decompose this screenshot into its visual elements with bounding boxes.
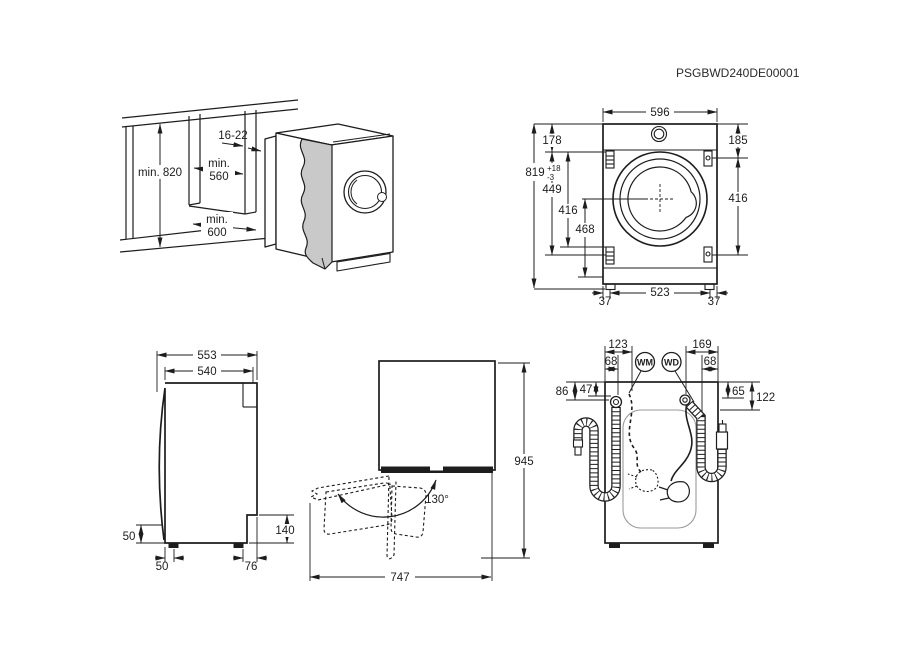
dim-niche-height: min. 820 xyxy=(138,167,182,179)
dim-niche-depth-label: min. xyxy=(208,158,230,170)
latch-top-right xyxy=(703,150,713,167)
niche-dimensions xyxy=(134,123,262,248)
dim-68-right: 68 xyxy=(704,356,717,368)
door-handle-notch xyxy=(430,466,443,471)
dim-foot-523: 523 xyxy=(650,287,669,299)
dim-185: 185 xyxy=(728,135,747,147)
niche-right-panel xyxy=(188,110,257,215)
dim-47: 47 xyxy=(580,384,593,396)
wall-panel xyxy=(119,126,293,253)
dim-122: 122 xyxy=(756,392,775,404)
dim-foot-37-right: 37 xyxy=(708,296,721,308)
model-code: PSGBWD240DE00001 xyxy=(676,66,800,80)
rear-view xyxy=(572,351,729,548)
hinge-bottom-left xyxy=(605,246,615,265)
foot-side-front xyxy=(168,542,179,548)
flex-cover-panel xyxy=(299,138,333,270)
wd-power-cord xyxy=(658,402,693,503)
dim-540: 540 xyxy=(197,366,216,378)
dim-468: 468 xyxy=(575,224,594,236)
door-center-crosshair xyxy=(645,184,675,214)
drain-hose-end xyxy=(572,439,584,448)
dim-553: 553 xyxy=(197,350,216,362)
niche-view xyxy=(119,99,299,253)
dim-416-right: 416 xyxy=(728,193,747,205)
dim-height-819: 819 xyxy=(525,167,544,179)
inlet-hose-fitting xyxy=(715,431,729,450)
dim-niche-depth-value: 560 xyxy=(209,171,228,183)
furniture-panel xyxy=(264,135,277,248)
dim-747: 747 xyxy=(390,572,409,584)
niche-left-panel xyxy=(188,114,201,206)
dim-panel-thickness: 16-22 xyxy=(218,130,247,142)
latch-bottom-right xyxy=(703,246,713,263)
washer-plinth-3d xyxy=(336,252,391,272)
washer-side-outline xyxy=(158,382,258,544)
front-dimensions xyxy=(521,105,750,299)
dim-50-foot-front: 50 xyxy=(156,561,169,573)
wm-power-cord xyxy=(627,393,659,493)
rear-tub-panel xyxy=(622,409,697,529)
swing-dimensions xyxy=(309,362,539,584)
countertop-lines xyxy=(121,99,299,128)
dim-123: 123 xyxy=(608,339,627,351)
dim-height-tol-plus: +18 xyxy=(547,164,561,173)
dim-niche-width-label: min. xyxy=(206,214,228,226)
washer-3d xyxy=(264,123,394,272)
dim-65: 65 xyxy=(732,386,745,398)
front-view xyxy=(602,123,718,291)
side-dimensions xyxy=(136,348,298,562)
foot-rear-right xyxy=(703,543,714,548)
dim-449: 449 xyxy=(542,184,561,196)
dim-169: 169 xyxy=(692,339,711,351)
dim-niche-width-value: 600 xyxy=(207,227,226,239)
wm-plug-sketch xyxy=(627,469,659,493)
dim-130-degrees: 130° xyxy=(425,494,449,506)
foot-side-rear xyxy=(233,542,244,548)
wd-badge-label: WD xyxy=(664,358,679,368)
foot-front-left xyxy=(605,283,616,291)
hinge-top-left xyxy=(605,150,615,169)
side-view xyxy=(158,382,258,548)
wd-badge xyxy=(661,351,695,403)
dim-68-left: 68 xyxy=(605,356,618,368)
dim-178: 178 xyxy=(542,135,561,147)
wm-badge-label: WM xyxy=(637,358,653,368)
wm-badge xyxy=(628,351,656,394)
foot-front-right xyxy=(704,283,715,291)
swing-arc xyxy=(337,479,437,518)
dim-86: 86 xyxy=(556,386,569,398)
wd-plug xyxy=(658,481,690,503)
door-swing-view xyxy=(309,360,496,560)
dim-76-foot-rear: 76 xyxy=(245,561,258,573)
foot-rear-left xyxy=(609,543,620,548)
washer-plan-outline xyxy=(378,360,496,471)
washer-front-outline xyxy=(602,123,718,285)
open-door-dashed xyxy=(309,475,427,560)
dim-height-tol-minus: -3 xyxy=(547,173,555,182)
dim-140-recess: 140 xyxy=(275,525,294,537)
inlet-hose xyxy=(679,394,729,483)
dim-width-596: 596 xyxy=(650,107,669,119)
dim-945: 945 xyxy=(514,456,533,468)
drain-hose xyxy=(572,395,623,502)
dim-50-front-gap: 50 xyxy=(123,531,136,543)
door-porthole-3d xyxy=(343,170,387,214)
dim-416-left: 416 xyxy=(558,205,577,217)
detergent-knob xyxy=(650,125,668,143)
rear-dimensions xyxy=(566,346,760,412)
dim-foot-37-left: 37 xyxy=(599,296,612,308)
